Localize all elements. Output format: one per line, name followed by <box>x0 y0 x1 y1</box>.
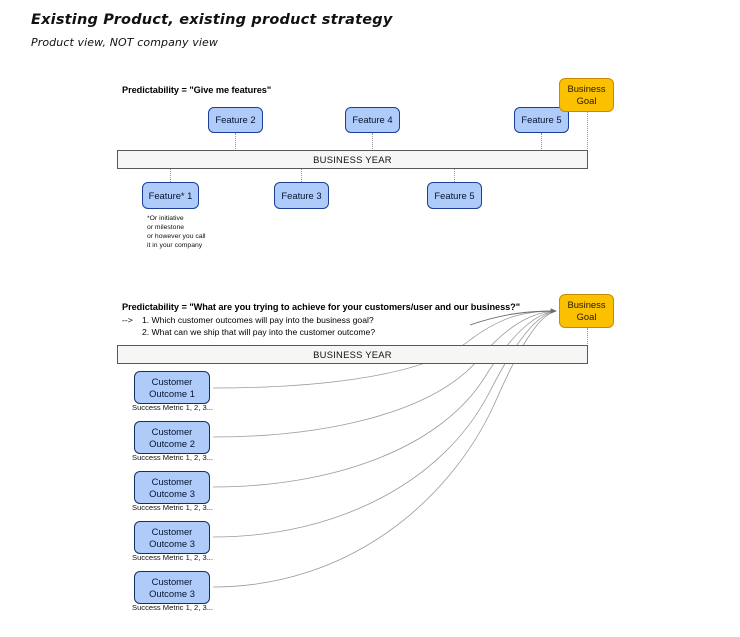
business-year-bar-outcomes: BUSINESS YEAR <box>117 345 588 364</box>
customer-outcome-4-line2: Outcome 3 <box>149 537 195 549</box>
customer-outcome-box-5[interactable]: Customer Outcome 3 <box>134 571 210 604</box>
feature-box-4[interactable]: Feature 4 <box>345 107 400 133</box>
question-item-2: 2. What can we ship that will pay into t… <box>142 327 376 337</box>
customer-outcome-box-1[interactable]: Customer Outcome 1 <box>134 371 210 404</box>
page-title: Existing Product, existing product strat… <box>31 12 393 28</box>
customer-outcome-1-line2: Outcome 1 <box>149 387 195 399</box>
success-metric-1: Success Metric 1, 2, 3... <box>132 403 214 412</box>
success-metric-5: Success Metric 1, 2, 3... <box>132 603 214 612</box>
feature-box-3[interactable]: Feature 3 <box>274 182 329 209</box>
feature-box-5-top[interactable]: Feature 5 <box>514 107 569 133</box>
success-metric-3: Success Metric 1, 2, 3... <box>132 503 214 512</box>
customer-outcome-3-line1: Customer <box>151 475 193 487</box>
customer-outcome-box-3[interactable]: Customer Outcome 3 <box>134 471 210 504</box>
feature-box-2-label: Feature 2 <box>215 114 256 125</box>
features-predictability-heading: Predictability = "Give me features" <box>122 85 272 95</box>
connector-feature-2 <box>235 133 236 153</box>
question-arrow-marker: --> <box>122 315 133 325</box>
business-goal-line1: Business <box>567 83 606 94</box>
feature-box-5-bottom-label: Feature 5 <box>434 189 475 201</box>
success-metric-2: Success Metric 1, 2, 3... <box>132 453 214 462</box>
feature-box-2[interactable]: Feature 2 <box>208 107 263 133</box>
connector-feature-3 <box>301 168 302 184</box>
connector-feature-1 <box>170 168 171 184</box>
footnote-line-2: or milestone <box>147 224 185 231</box>
customer-outcome-2-line1: Customer <box>151 425 193 437</box>
success-metric-4: Success Metric 1, 2, 3... <box>132 553 214 562</box>
customer-outcome-3-line2: Outcome 3 <box>149 487 195 499</box>
connector-feature-5-top <box>541 133 542 153</box>
customer-outcome-5-line1: Customer <box>151 575 193 587</box>
question-item-1: 1. Which customer outcomes will pay into… <box>142 315 374 325</box>
business-goal-box-outcomes[interactable]: Business Goal <box>559 294 614 328</box>
connector-business-goal-top <box>587 112 588 153</box>
business-year-bar-features: BUSINESS YEAR <box>117 150 588 169</box>
business-goal-outcomes-line1: Business <box>567 299 606 310</box>
footnote-line-3: or however you call <box>147 233 206 240</box>
outcomes-predictability-heading: Predictability = "What are you trying to… <box>122 302 521 312</box>
customer-outcome-4-line1: Customer <box>151 525 193 537</box>
connector-feature-5-bottom <box>454 168 455 184</box>
customer-outcome-2-line2: Outcome 2 <box>149 437 195 449</box>
feature-box-1-label: Feature* 1 <box>148 189 193 201</box>
business-goal-box-features[interactable]: Business Goal <box>559 78 614 112</box>
customer-outcome-5-line2: Outcome 3 <box>149 587 195 599</box>
feature-box-5-top-label: Feature 5 <box>521 114 562 125</box>
business-year-bar-features-label: BUSINESS YEAR <box>313 154 392 165</box>
feature-box-1[interactable]: Feature* 1 <box>142 182 199 209</box>
business-year-bar-outcomes-label: BUSINESS YEAR <box>313 349 392 360</box>
customer-outcome-1-line1: Customer <box>151 375 193 387</box>
customer-outcome-box-4[interactable]: Customer Outcome 3 <box>134 521 210 554</box>
business-goal-line2: Goal <box>576 95 597 106</box>
feature-box-5-bottom[interactable]: Feature 5 <box>427 182 482 209</box>
customer-outcome-box-2[interactable]: Customer Outcome 2 <box>134 421 210 454</box>
business-goal-outcomes-line2: Goal <box>576 311 597 322</box>
connector-business-goal-outcomes <box>587 328 588 346</box>
footnote-line-1: *Or initiative <box>147 215 184 222</box>
page-subtitle: Product view, NOT company view <box>31 36 218 49</box>
feature-box-4-label: Feature 4 <box>352 114 393 125</box>
footnote-line-4: it in your company <box>147 242 203 249</box>
feature-box-3-label: Feature 3 <box>281 189 322 201</box>
connector-feature-4 <box>372 133 373 153</box>
